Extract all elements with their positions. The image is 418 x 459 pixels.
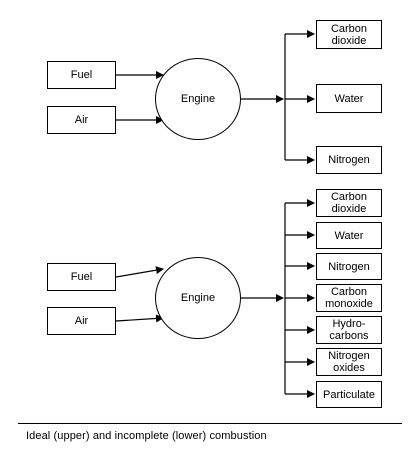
lower-output-label: Carbon monoxide	[325, 286, 373, 310]
lower-fuel-arrow	[115, 266, 164, 278]
lower-output-carbon-dioxide: Carbon dioxide	[316, 189, 382, 217]
lower-engine-label: Engine	[180, 292, 216, 304]
upper-output-label: Nitrogen	[328, 154, 370, 166]
upper-air-label: Air	[74, 114, 89, 126]
lower-output-label: Carbon dioxide	[330, 191, 368, 215]
lower-output-label: Water	[334, 229, 364, 242]
caption-divider	[18, 423, 402, 424]
lower-output-water: Water	[316, 222, 382, 249]
upper-output-label: Water	[334, 92, 364, 105]
upper-air-box: Air	[47, 106, 116, 134]
lower-air-arrow	[115, 314, 164, 323]
lower-air-label: Air	[74, 315, 89, 327]
upper-output-label: Carbon dioxide	[330, 22, 368, 47]
upper-engine-label: Engine	[180, 93, 216, 105]
lower-air-box: Air	[47, 307, 116, 335]
lower-output-particulate: Particulate	[316, 381, 382, 408]
lower-output-label: Hydro- carbons	[329, 318, 369, 342]
lower-output-label: Nitrogen oxides	[328, 350, 370, 374]
lower-output-carbon-monoxide: Carbon monoxide	[316, 284, 382, 312]
upper-connectors	[116, 30, 315, 164]
upper-output-water: Water	[316, 84, 382, 113]
upper-fuel-box: Fuel	[47, 61, 116, 89]
figure-caption: Ideal (upper) and incomplete (lower) com…	[26, 430, 267, 442]
lower-output-label: Nitrogen	[328, 260, 370, 273]
lower-fuel-box: Fuel	[47, 263, 116, 291]
upper-output-carbon-dioxide: Carbon dioxide	[316, 20, 382, 49]
lower-output-nitrogen: Nitrogen	[316, 253, 382, 280]
lower-engine: Engine	[155, 257, 241, 339]
lower-output-hydrocarbons: Hydro- carbons	[316, 316, 382, 344]
upper-fuel-label: Fuel	[70, 69, 93, 81]
lower-output-label: Particulate	[323, 388, 375, 401]
upper-engine: Engine	[155, 58, 241, 140]
lower-output-nitrogen-oxides: Nitrogen oxides	[316, 348, 382, 376]
lower-connectors	[115, 199, 315, 398]
upper-output-nitrogen: Nitrogen	[316, 146, 382, 174]
lower-fuel-label: Fuel	[70, 271, 93, 283]
